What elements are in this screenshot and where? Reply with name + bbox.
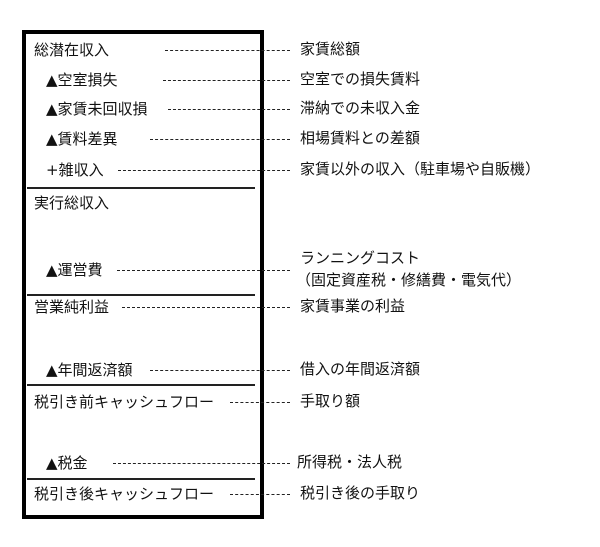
item-description: 相場賃料との差額 (300, 129, 420, 147)
connector-line (118, 170, 290, 171)
item-taxes: ▲税金 (46, 454, 88, 472)
connector-line (122, 307, 290, 308)
item-description: 空室での損失賃料 (300, 70, 421, 88)
item-description: 税引き後の手取り (300, 484, 421, 502)
connector-line (113, 463, 290, 464)
item-description: 家賃以外の収入（駐車場や自販機） (300, 160, 541, 178)
connector-line (168, 109, 290, 110)
connector-line (150, 370, 290, 371)
item-after-tax-cash-flow: 税引き後キャッシュフロー (34, 485, 215, 503)
item-gross-potential-income: 総潜在収入 (34, 41, 110, 59)
item-description: 家賃総額 (300, 40, 361, 58)
subtotal-rule (27, 187, 255, 189)
item-description-detail: （固定資産税・修繕費・電気代） (296, 271, 522, 289)
item-description: 家賃事業の利益 (300, 297, 406, 315)
connector-line (150, 139, 290, 140)
item-effective-gross-income: 実行総収入 (34, 194, 110, 212)
subtotal-rule (27, 384, 255, 386)
item-uncollected-rent: ▲家賃未回収損 (46, 100, 148, 118)
connector-line (163, 80, 290, 81)
connector-line (230, 402, 290, 403)
item-rent-difference: ▲賃料差異 (46, 130, 118, 148)
item-vacancy-loss: ▲空室損失 (46, 71, 118, 89)
item-description: 手取り額 (300, 392, 361, 410)
item-description: 滞納での未収入金 (300, 99, 421, 117)
item-before-tax-cash-flow: 税引き前キャッシュフロー (34, 393, 215, 411)
cash-flow-box (22, 30, 264, 519)
connector-line (117, 270, 290, 271)
item-description: 所得税・法人税 (297, 453, 403, 471)
item-description: ランニングコスト (300, 249, 421, 267)
subtotal-rule (27, 294, 255, 296)
connector-line (230, 494, 290, 495)
item-annual-debt-service: ▲年間返済額 (46, 361, 133, 379)
item-net-operating-income: 営業純利益 (34, 298, 110, 316)
item-description: 借入の年間返済額 (300, 360, 421, 378)
subtotal-rule (27, 478, 255, 480)
item-operating-expenses: ▲運営費 (46, 261, 103, 279)
item-misc-income: +雑収入 (46, 161, 104, 179)
connector-line (165, 50, 290, 51)
